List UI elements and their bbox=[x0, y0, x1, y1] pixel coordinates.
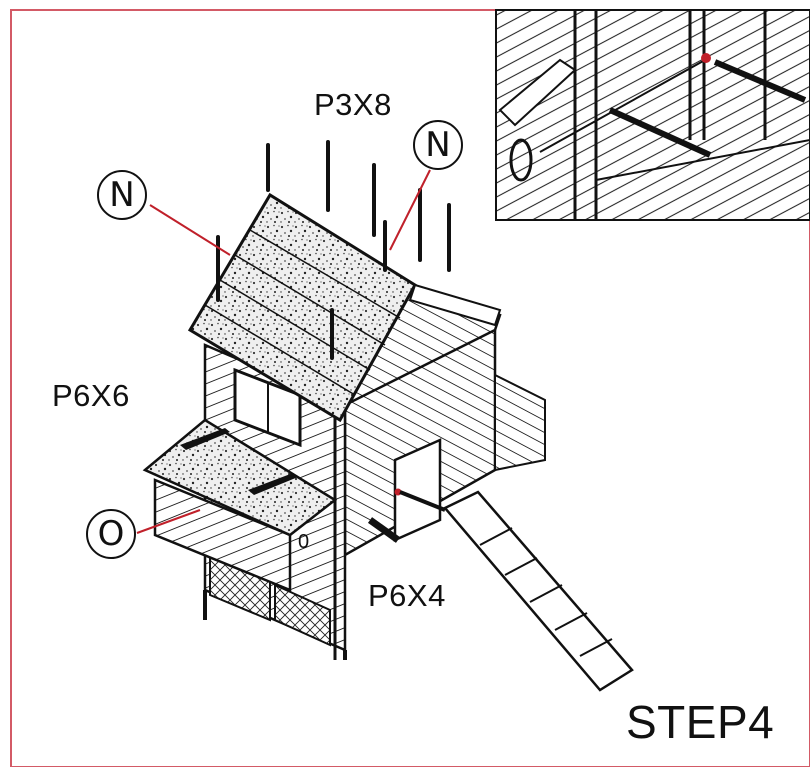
callout-nail-right: N bbox=[413, 120, 463, 170]
hinge-small-label: 0 bbox=[298, 531, 310, 553]
callout-hinge: O bbox=[86, 509, 136, 559]
part-label-door: P6X4 bbox=[368, 578, 446, 613]
leader-lines bbox=[136, 169, 431, 534]
part-label-roof: P3X8 bbox=[314, 87, 392, 122]
detail-inset bbox=[495, 9, 810, 221]
coop bbox=[142, 140, 634, 692]
step-title: STEP4 bbox=[626, 696, 775, 748]
callout-nail-left: N bbox=[97, 170, 147, 220]
part-label-nesting-lid: P6X6 bbox=[52, 378, 130, 413]
